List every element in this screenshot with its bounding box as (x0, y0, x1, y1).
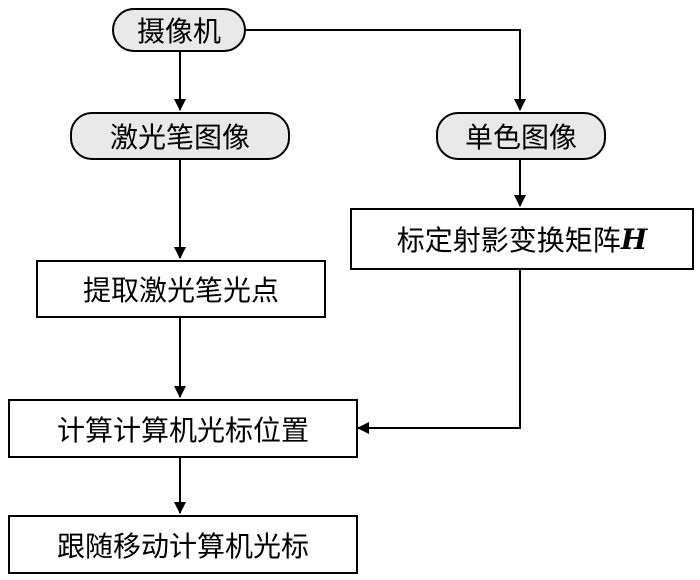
calibrate-matrix-label: 标定射影变换矩阵 (396, 224, 621, 257)
compute-cursor-position-box: 计算计算机光标位置 (8, 399, 358, 458)
arrow-calibrate-to-compute (357, 270, 521, 434)
matrix-symbol: H (620, 222, 648, 256)
extract-laser-point-label: 提取激光笔光点 (82, 274, 279, 307)
extract-laser-point-box: 提取激光笔光点 (36, 260, 326, 318)
follow-cursor-label: 跟随移动计算机光标 (56, 529, 309, 563)
follow-cursor-box: 跟随移动计算机光标 (8, 515, 358, 574)
mono-image-label: 单色图像 (464, 121, 577, 154)
laser-pen-image-node: 激光笔图像 (70, 112, 290, 160)
laser-pen-image-label: 激光笔图像 (109, 121, 250, 154)
camera-label: 摄像机 (136, 15, 221, 48)
camera-node: 摄像机 (112, 8, 246, 52)
mono-image-node: 单色图像 (436, 112, 606, 160)
compute-cursor-position-label: 计算计算机光标位置 (56, 413, 309, 447)
arrow-camera-to-mono-image (246, 29, 526, 111)
